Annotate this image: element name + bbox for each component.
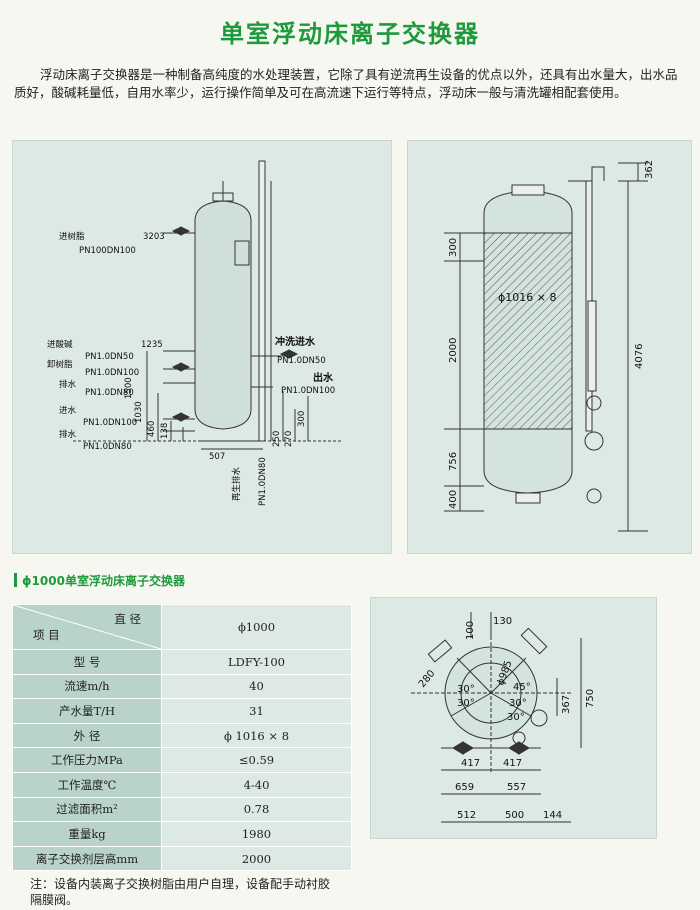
label-drain-1-spec: PN1.0DN80 (85, 388, 134, 398)
header-diameter-label: 直 径 (114, 612, 141, 626)
row-value: ϕ 1016 × 8 (161, 722, 352, 749)
label-resin-out: 卸树脂 (47, 359, 73, 370)
dim-512: 512 (457, 810, 476, 821)
dim-417-b: 417 (503, 758, 522, 769)
subtitle-text: ϕ1000单室浮动床离子交换器 (22, 573, 185, 588)
row-value: 0.78 (161, 796, 352, 823)
row-value: LDFY-100 (161, 649, 352, 675)
footnote: 注：设备内装离子交换树脂由用户自理，设备配手动衬胶隔膜阀。 (30, 877, 331, 907)
dim-417-a: 417 (461, 758, 480, 769)
dim-144: 144 (543, 810, 562, 821)
row-value: ≤0.59 (161, 747, 352, 773)
top-view-drawing: 100 130 ϕ985 45° 30° 30° 30° 30° 280 367… (370, 597, 657, 839)
dim-138: 138 (160, 423, 170, 439)
intro-paragraph: 浮动床离子交换器是一种制备高纯度的水处理装置，它除了具有逆流再生设备的优点以外，… (14, 67, 678, 100)
dim-300-side: 300 (448, 238, 459, 257)
dim-367: 367 (561, 695, 572, 714)
header-diagonal-cell: 直 径 项 目 (12, 604, 162, 650)
label-acid-in-spec: PN1.0DN50 (85, 352, 134, 362)
dim-400: 400 (448, 490, 459, 509)
row-key: 外 径 (12, 722, 162, 749)
label-flush-in-spec: PN1.0DN50 (277, 356, 326, 366)
label-regen-drain-spec: PN1.0DN80 (258, 457, 268, 506)
angle-30-c: 30° (509, 698, 527, 709)
dim-659: 659 (455, 782, 474, 793)
dim-250: 250 (272, 431, 282, 447)
label-water-out: 出水 (313, 371, 334, 384)
angle-30-a: 30° (457, 684, 475, 695)
row-key: 工作温度℃ (12, 771, 162, 798)
label-regen-drain: 再生排水 (231, 466, 242, 501)
row-key: 重量kg (12, 821, 162, 847)
angle-30-b: 30° (457, 698, 475, 709)
label-drain-2: 排水 (59, 429, 77, 440)
angle-30-d: 30° (507, 712, 525, 723)
dim-130: 130 (493, 616, 512, 627)
dim-460: 460 (147, 421, 157, 437)
dim-100: 100 (465, 621, 476, 640)
subtitle-marker (14, 573, 17, 587)
side-section-drawing: 362 300 ϕ1016 × 8 2000 4076 756 400 (407, 140, 692, 554)
dim-557: 557 (507, 782, 526, 793)
label-elev-1235: 1235 (141, 340, 163, 350)
front-view-svg: 进树脂 PN100DN100 3203 进酸碱 PN1.0DN50 卸树脂 PN… (47, 160, 343, 506)
side-section-svg: 362 300 ϕ1016 × 8 2000 4076 756 400 (444, 160, 655, 532)
label-drain-2-spec: PN1.0DN80 (83, 442, 132, 452)
row-key: 型 号 (12, 649, 162, 675)
dim-4076: 4076 (634, 344, 645, 369)
dim-1500: 1500 (124, 377, 134, 399)
front-view-drawing: 进树脂 PN100DN100 3203 进酸碱 PN1.0DN50 卸树脂 PN… (12, 140, 392, 554)
dim-300: 300 (297, 411, 307, 427)
table-subtitle: ϕ1000单室浮动床离子交换器 (14, 571, 185, 589)
label-water-in: 进水 (59, 405, 77, 416)
label-diameter: ϕ1016 × 8 (498, 291, 556, 304)
dim-507: 507 (209, 452, 225, 462)
label-elev-top: 3203 (143, 232, 165, 242)
row-key: 工作压力MPa (12, 747, 162, 773)
row-key: 流速m/h (12, 673, 162, 700)
page-title: 单室浮动床离子交换器 (220, 20, 480, 48)
table-header-row: 直 径 项 目 ϕ1000 (12, 604, 352, 650)
dim-270: 270 (284, 431, 294, 447)
dim-1030: 1030 (134, 401, 144, 423)
label-drain-1: 排水 (59, 379, 77, 390)
row-key: 离子交换剂层高mm (12, 845, 162, 872)
row-key: 产水量T/H (12, 698, 162, 724)
header-value: ϕ1000 (161, 604, 352, 650)
dim-750: 750 (585, 689, 596, 708)
header-item-label: 项 目 (33, 628, 60, 642)
label-resin-in-spec: PN100DN100 (79, 246, 136, 256)
row-value: 4-40 (161, 771, 352, 798)
row-value: 2000 (161, 845, 352, 872)
label-flush-in: 冲洗进水 (275, 335, 316, 348)
row-key: 过滤面积m² (12, 796, 162, 823)
label-water-out-spec: PN1.0DN100 (281, 386, 335, 396)
row-value: 40 (161, 673, 352, 700)
label-acid-in: 进酸碱 (47, 339, 73, 350)
dim-2000: 2000 (448, 338, 459, 363)
angle-45: 45° (513, 682, 531, 693)
table-row: 工作压力MPa≤0.59 (12, 747, 352, 773)
label-water-in-spec: PN1.0DN100 (83, 418, 137, 428)
dim-280: 280 (417, 668, 438, 690)
dim-362: 362 (644, 160, 655, 179)
dim-756: 756 (448, 452, 459, 471)
header-diagonal-line (13, 605, 161, 649)
row-value: 31 (161, 698, 352, 724)
dim-500: 500 (505, 810, 524, 821)
label-resin-out-spec: PN1.0DN100 (85, 368, 139, 378)
row-value: 1980 (161, 821, 352, 847)
label-resin-in: 进树脂 (59, 231, 85, 242)
top-view-svg: 100 130 ϕ985 45° 30° 30° 30° 30° 280 367… (411, 612, 596, 823)
